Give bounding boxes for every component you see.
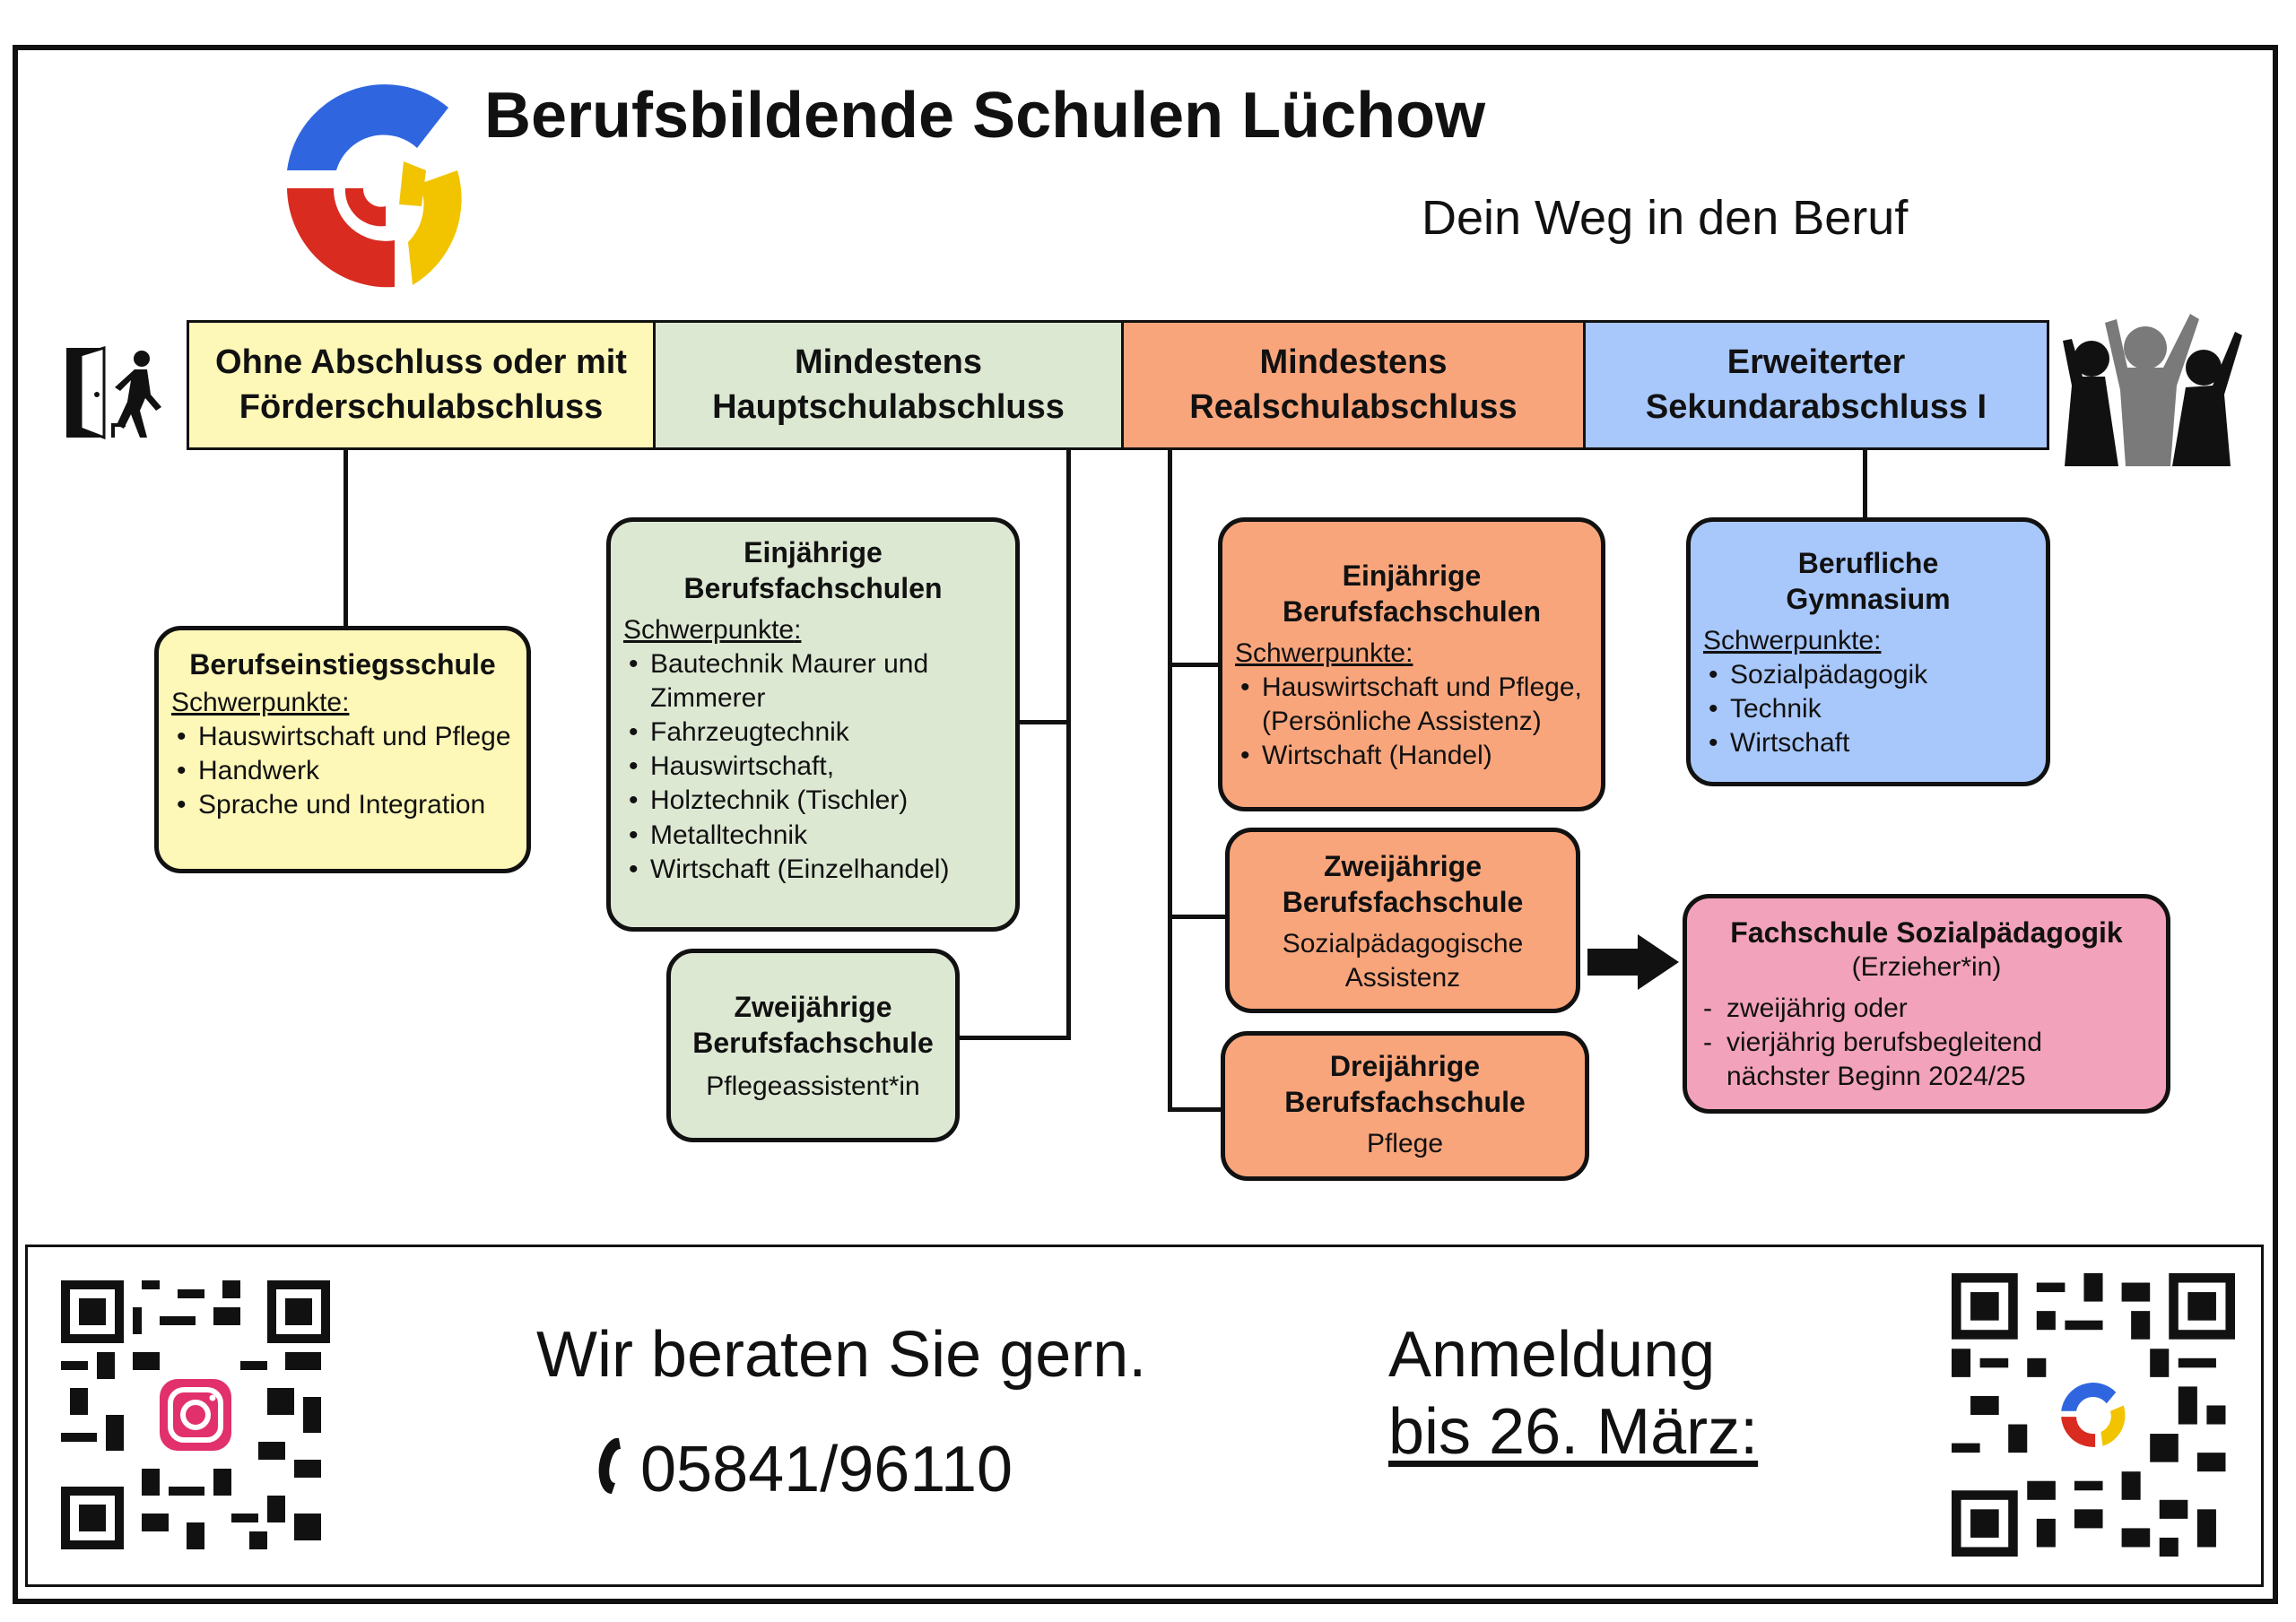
connector-line (958, 1036, 1071, 1040)
box-fachschule-sozialpaedagogik: Fachschule Sozialpädagogik (Erzieher*in)… (1683, 894, 2170, 1114)
advice-text: Wir beraten Sie gern. (536, 1319, 1147, 1391)
connector-line (1168, 663, 1220, 667)
page-title: Berufsbildende Schulen Lüchow (484, 80, 1486, 152)
registration-heading: Anmeldung (1388, 1319, 1716, 1391)
connector-line (1015, 720, 1069, 724)
connector-line (1066, 450, 1071, 1040)
phone-icon (598, 1437, 621, 1494)
arrow-right-icon (1587, 934, 1679, 990)
school-logo (287, 84, 462, 288)
connector-line (1168, 1107, 1223, 1112)
celebrating-people-icon (2063, 314, 2242, 466)
footer-panel (25, 1245, 2264, 1587)
connector-line (344, 450, 348, 628)
registration-deadline: bis 26. März: (1388, 1396, 1759, 1468)
connector-line (1168, 915, 1227, 919)
instagram-qr-code[interactable] (61, 1280, 330, 1549)
phone-number[interactable]: 05841/96110 (640, 1434, 1013, 1505)
connector-line (1168, 450, 1172, 1112)
connector-line (1863, 450, 1867, 520)
poster-frame (13, 45, 2278, 1604)
page-subtitle: Dein Weg in den Beruf (1422, 191, 1909, 245)
exit-door-icon (66, 345, 161, 440)
box-berufseinstiegsschule: Berufseinstiegsschule Schwerpunkte: Haus… (154, 626, 531, 873)
registration-qr-code[interactable] (1952, 1273, 2235, 1557)
